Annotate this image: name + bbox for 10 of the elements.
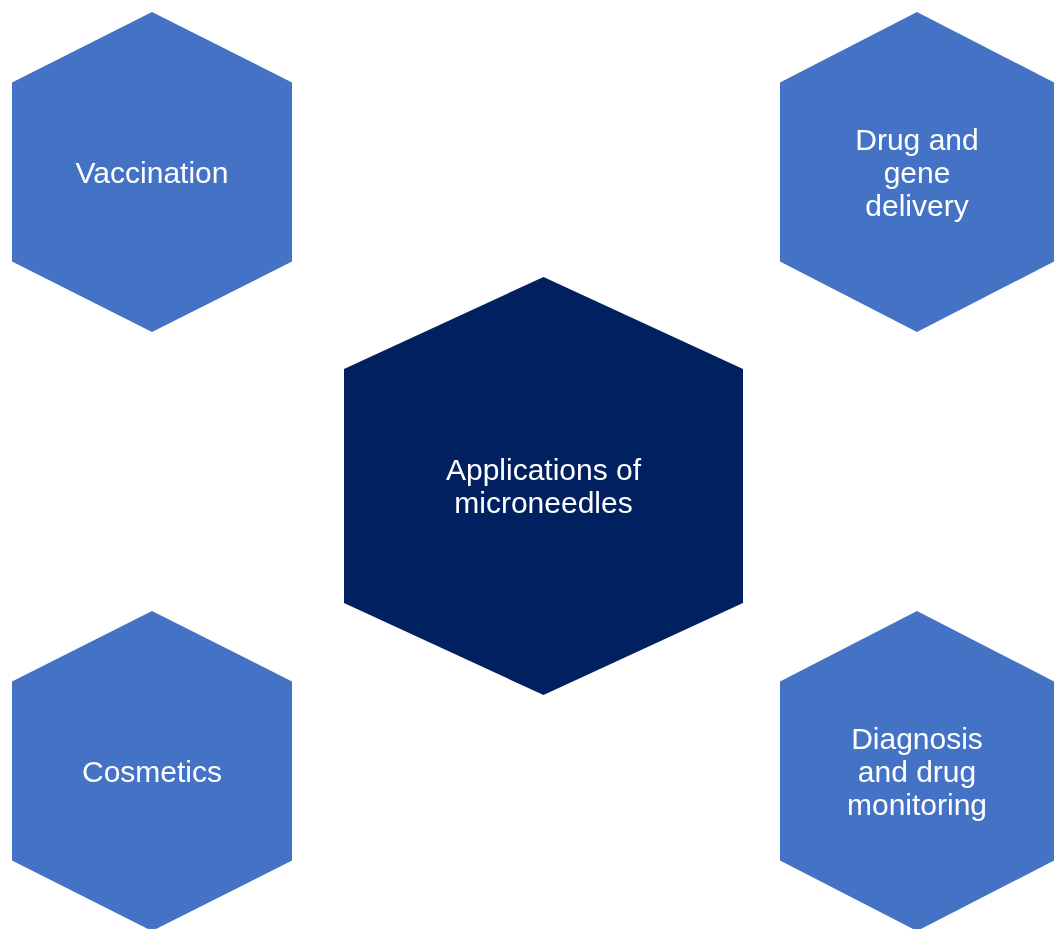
hexagon-node xyxy=(344,277,743,695)
node-label: Drug and gene delivery xyxy=(854,122,980,222)
hexagon-node xyxy=(780,611,1054,929)
node-label: Cosmetics xyxy=(82,754,222,788)
node-label: Vaccination xyxy=(75,155,229,189)
node-label: Applications of microneedles xyxy=(444,453,643,519)
hexagon-node xyxy=(12,12,292,332)
hexagon-node xyxy=(780,12,1054,332)
node-label: Diagnosis and drug monitoring xyxy=(845,721,989,821)
hexagon-node xyxy=(12,611,292,929)
